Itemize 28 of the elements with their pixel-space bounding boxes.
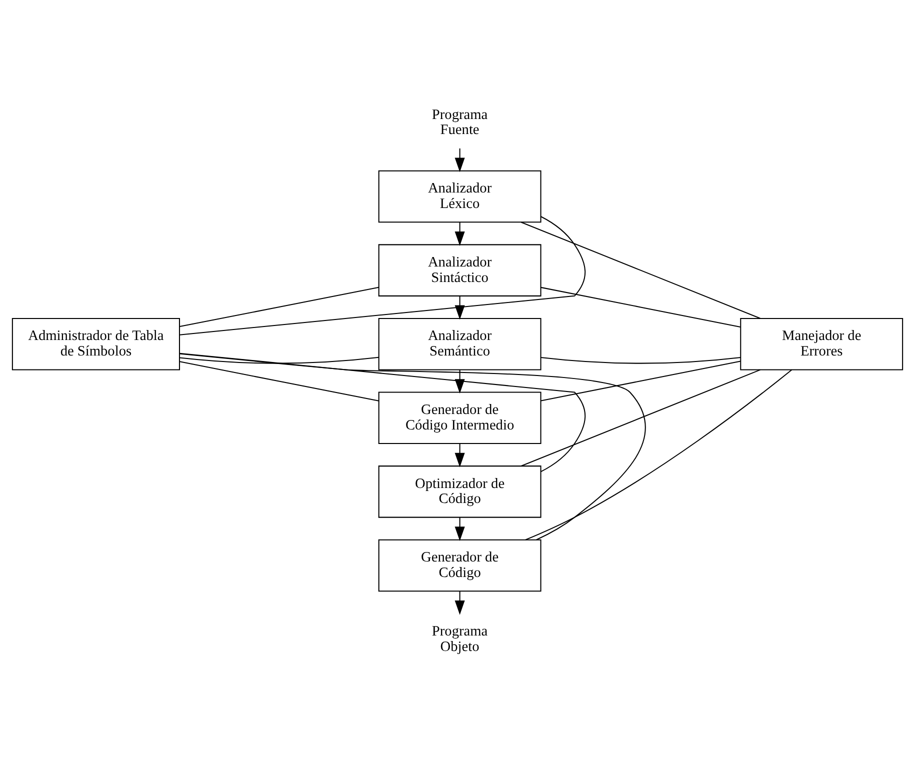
arrow	[454, 370, 465, 394]
node-box: Analizador Léxico	[378, 170, 542, 223]
connector	[520, 222, 760, 319]
connector	[180, 356, 379, 364]
connector	[180, 216, 586, 336]
node-text: Programa Fuente	[432, 106, 488, 138]
node-box: Manejador de Errores	[740, 318, 904, 370]
connector	[180, 361, 379, 402]
connector	[520, 369, 760, 466]
node-box: Generador de Código Intermedio	[378, 392, 542, 444]
connector	[540, 286, 740, 328]
arrow	[454, 591, 465, 615]
arrow	[454, 517, 465, 542]
node-box: Analizador Semántico	[378, 318, 542, 370]
connector	[180, 353, 646, 540]
node-box: Analizador Sintáctico	[378, 244, 542, 296]
connector	[541, 356, 741, 364]
node-box: Optimizador de Código	[378, 466, 542, 518]
arrow	[454, 222, 465, 246]
connector	[540, 360, 740, 402]
connector	[180, 352, 586, 472]
connector	[180, 286, 379, 328]
node-box: Generador de Código	[378, 539, 542, 592]
arrow	[454, 444, 465, 468]
node-text: Programa Objeto	[432, 623, 488, 655]
connector	[525, 369, 792, 540]
arrow	[454, 148, 465, 172]
node-box: Administrador de Tabla de Símbolos	[12, 318, 180, 370]
